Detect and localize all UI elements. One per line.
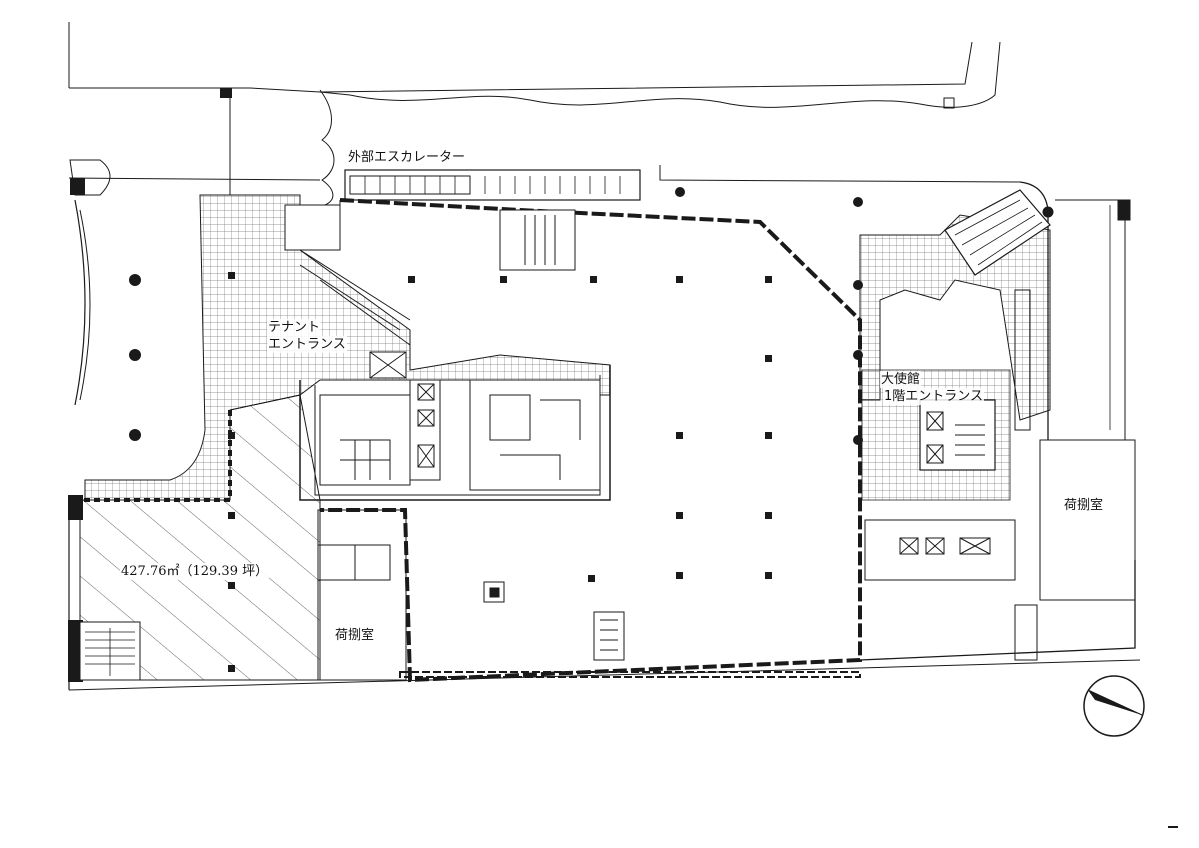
- column-boxes: [483, 581, 625, 661]
- building-core: [319, 209, 601, 491]
- loading-room-left-area: [317, 509, 407, 681]
- tenant-entrance-lobby: [284, 204, 411, 379]
- site-boundary: [68, 22, 1021, 183]
- tenant-entrance-label-line2: エントランス: [267, 336, 347, 353]
- escalator-label: 外部エスカレーター: [347, 149, 467, 166]
- external-escalator: [344, 169, 641, 201]
- page-mark: [1168, 826, 1178, 828]
- manhole-mark: [943, 97, 955, 109]
- embassy-entrance-label-line2: 1階エントランス: [883, 388, 985, 405]
- embassy-wing: [859, 181, 1136, 661]
- north-arrow-icon: [1083, 675, 1145, 737]
- leasable-area: [68, 394, 321, 682]
- leasable-area-label: 427.76㎡（129.39 坪）: [120, 563, 270, 580]
- columns: [228, 187, 863, 672]
- embassy-entrance-label-line1: 大使館: [880, 371, 922, 388]
- left-plaza: [69, 88, 232, 441]
- loading-room-left-label: 荷捌室: [334, 627, 376, 644]
- south-boundary: [68, 500, 1141, 691]
- loading-room-right-label: 荷捌室: [1063, 497, 1105, 514]
- tenant-entrance-label-line1: テナント: [267, 319, 322, 336]
